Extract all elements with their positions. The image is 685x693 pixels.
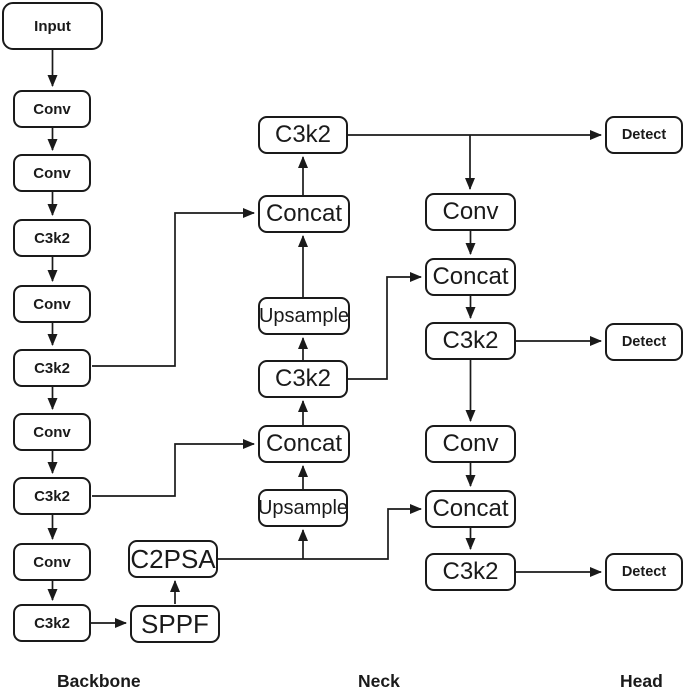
node-backbone-conv-3: Conv [13, 285, 91, 323]
node-label: Input [34, 17, 71, 35]
edge-c3k2-mid-to-head-concat-top [348, 272, 422, 380]
node-backbone-c3k2-1: C3k2 [13, 219, 91, 257]
node-label: C2PSA [130, 543, 216, 574]
node-label: C3k2 [34, 614, 70, 632]
node-backbone-conv-1: Conv [13, 90, 91, 128]
node-head-concat-bottom: Concat [425, 490, 516, 528]
node-label: Conv [33, 164, 71, 182]
node-label: Upsample [257, 496, 349, 519]
node-neck-concat-bottom: Concat [258, 425, 350, 463]
node-label: Conv [33, 553, 71, 571]
node-label: Conv [442, 430, 499, 457]
node-backbone-c3k2-3: C3k2 [13, 477, 91, 515]
node-label: SPPF [141, 608, 209, 639]
node-backbone-conv-4: Conv [13, 413, 91, 451]
node-neck-c3k2-mid: C3k2 [258, 360, 348, 398]
node-label: C3k2 [274, 121, 332, 148]
node-label: Concat [432, 495, 509, 522]
node-label: Upsample [258, 304, 350, 327]
node-head-c3k2-bottom: C3k2 [425, 553, 516, 591]
node-label: Concat [432, 263, 509, 290]
node-backbone-c3k2-2: C3k2 [13, 349, 91, 387]
node-label: Concat [265, 430, 343, 457]
node-neck-upsample-top: Upsample [258, 297, 350, 335]
node-label: Conv [33, 295, 71, 313]
node-label: C3k2 [274, 365, 332, 392]
node-label: Conv [33, 423, 71, 441]
node-label: Conv [442, 198, 499, 225]
node-head-conv-bottom: Conv [425, 425, 516, 463]
node-input: Input [2, 2, 103, 50]
node-label: Detect [621, 334, 667, 350]
node-detect-mid: Detect [605, 323, 683, 361]
node-label: Detect [621, 564, 667, 580]
node-label: Concat [265, 200, 343, 227]
node-neck-c3k2-top: C3k2 [258, 116, 348, 154]
node-backbone-c3k2-4: C3k2 [13, 604, 91, 642]
section-label-backbone: Backbone [57, 671, 141, 691]
node-head-concat-top: Concat [425, 258, 516, 296]
edge-c3k2-2-to-neck-concat-top [92, 208, 255, 367]
section-label-head: Head [620, 671, 663, 691]
edge-c3k2-3-to-neck-concat-bottom [92, 439, 255, 497]
node-detect-bottom: Detect [605, 553, 683, 591]
node-c2psa: C2PSA [128, 540, 218, 578]
section-label-neck: Neck [358, 671, 400, 691]
node-label: C3k2 [34, 487, 70, 505]
node-label: Conv [33, 100, 71, 118]
node-neck-concat-top: Concat [258, 195, 350, 233]
node-head-c3k2-top: C3k2 [425, 322, 516, 360]
node-backbone-conv-5: Conv [13, 543, 91, 581]
node-head-conv-top: Conv [425, 193, 516, 231]
node-label: C3k2 [442, 558, 499, 585]
node-detect-top: Detect [605, 116, 683, 154]
node-label: C3k2 [34, 229, 70, 247]
node-sppf: SPPF [130, 605, 220, 643]
node-label: C3k2 [442, 327, 499, 354]
node-label: C3k2 [34, 359, 70, 377]
node-neck-upsample-bottom: Upsample [258, 489, 348, 527]
node-backbone-conv-2: Conv [13, 154, 91, 192]
node-label: Detect [621, 127, 667, 143]
